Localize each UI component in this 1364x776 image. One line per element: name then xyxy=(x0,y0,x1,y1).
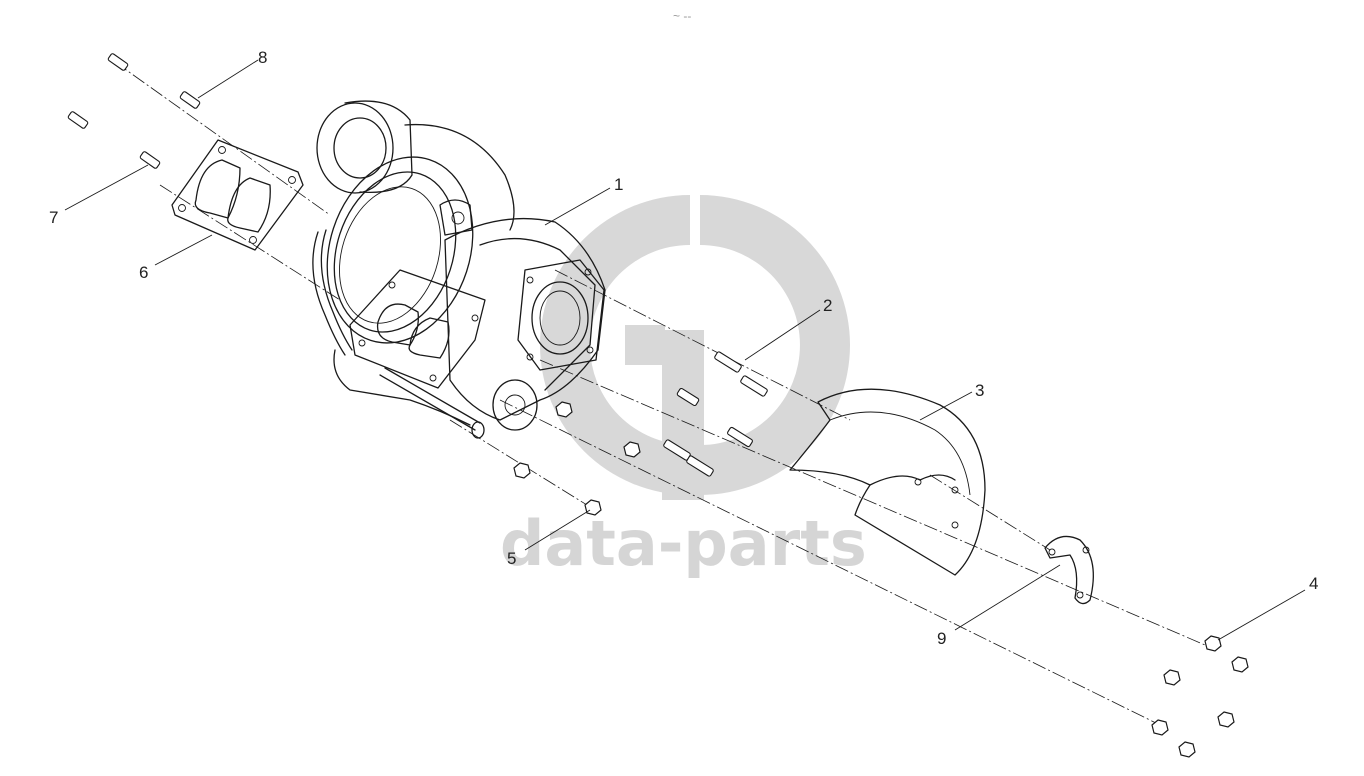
bracket-part-9 xyxy=(1044,535,1094,605)
callout-6: 6 xyxy=(139,263,148,282)
watermark: data-parts xyxy=(500,195,867,580)
callouts: 1 2 3 4 5 6 7 8 9 xyxy=(49,48,1318,648)
callout-2: 2 xyxy=(823,296,832,315)
studs-part-7-8 xyxy=(67,53,201,169)
studs-part-2 xyxy=(663,351,768,477)
heat-shield-part-3 xyxy=(789,388,986,576)
header-mark: ~ -- xyxy=(673,9,691,23)
turbocharger-part-1 xyxy=(312,100,606,439)
axis-lines xyxy=(114,61,1206,726)
gp-logo-icon xyxy=(540,195,850,500)
callout-8: 8 xyxy=(258,48,267,67)
gasket-part-6 xyxy=(171,139,304,251)
callout-1: 1 xyxy=(614,175,623,194)
callout-3: 3 xyxy=(975,381,984,400)
callout-7: 7 xyxy=(49,208,58,227)
watermark-text: data-parts xyxy=(500,507,867,580)
callout-5: 5 xyxy=(507,549,516,568)
leader-lines xyxy=(64,59,1306,641)
callout-4: 4 xyxy=(1309,574,1318,593)
nuts-part-5 xyxy=(513,401,641,516)
callout-9: 9 xyxy=(937,629,946,648)
nuts-part-4 xyxy=(1151,635,1249,758)
